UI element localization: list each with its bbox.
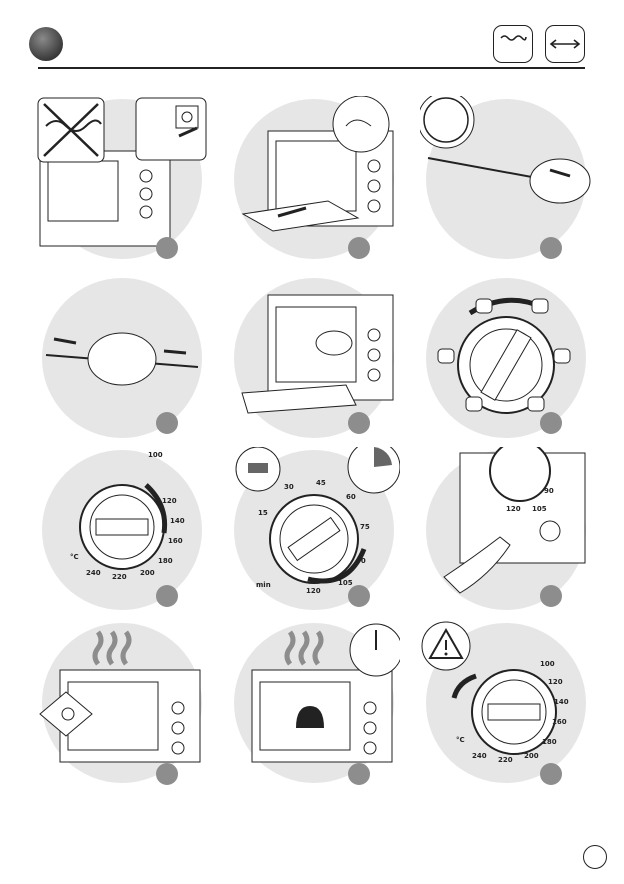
- panel-11-bell: [228, 620, 400, 786]
- temp-label-200: 200: [140, 569, 155, 577]
- temp-label-100-b: 100: [540, 660, 555, 668]
- panel-timer-105: 105: [532, 505, 547, 513]
- header-icon-arrows: [545, 25, 585, 63]
- panel-12-warning-dial: 100 120 140 160 180 200 220 240 °C: [420, 620, 592, 786]
- panel-9-press: 90 105 120: [420, 447, 592, 613]
- timer-label-75: 75: [360, 523, 370, 531]
- timer-label-15: 15: [258, 509, 268, 517]
- panel-6-function-dial: [420, 275, 592, 441]
- panel-1-unplugged: [36, 96, 208, 262]
- timer-label-45: 45: [316, 479, 326, 487]
- temp-label-120-b: 120: [548, 678, 563, 686]
- timer-label-60: 60: [346, 493, 356, 501]
- panel-4-chicken: [36, 275, 208, 441]
- temp-label-160-b: 160: [552, 718, 567, 726]
- temp-label-240: 240: [86, 569, 101, 577]
- timer-label-105: 105: [338, 579, 353, 587]
- panel-timer-90: 90: [544, 487, 554, 495]
- temp-label-180-b: 180: [542, 738, 557, 746]
- temp-label-220: 220: [112, 573, 127, 581]
- temp-label-140-b: 140: [554, 698, 569, 706]
- timer-label-90: 90: [356, 557, 366, 565]
- temp-unit: °C: [70, 553, 79, 561]
- panel-7-temperature-dial: 100 120 140 160 180 200 220 240 °C: [36, 447, 208, 613]
- temp-unit-b: °C: [456, 736, 465, 744]
- header-rule: [38, 67, 585, 69]
- panel-8-timer-dial: 15 30 45 60 75 90 105 120 min: [228, 447, 400, 613]
- header-dot: [29, 27, 63, 61]
- temp-label-220-b: 220: [498, 756, 513, 764]
- panel-5-insert: [228, 275, 400, 441]
- timer-label-120: 120: [306, 587, 321, 595]
- convection-arrows-icon: [546, 26, 584, 62]
- temp-label-240-b: 240: [472, 752, 487, 760]
- page-number: [583, 845, 607, 869]
- temp-label-180: 180: [158, 557, 173, 565]
- temp-label-200-b: 200: [524, 752, 539, 760]
- temp-label-160: 160: [168, 537, 183, 545]
- header-icon-steam: [493, 25, 533, 63]
- panel-2-tray: [228, 96, 400, 262]
- panel-timer-120: 120: [506, 505, 521, 513]
- panel-3-skewer: [420, 96, 592, 262]
- timer-label-30: 30: [284, 483, 294, 491]
- steam-icon: [494, 26, 532, 62]
- temp-label-140: 140: [170, 517, 185, 525]
- temp-label-120: 120: [162, 497, 177, 505]
- panel-10-heating: [36, 620, 208, 786]
- temp-label-100: 100: [148, 451, 163, 459]
- timer-unit: min: [256, 581, 271, 589]
